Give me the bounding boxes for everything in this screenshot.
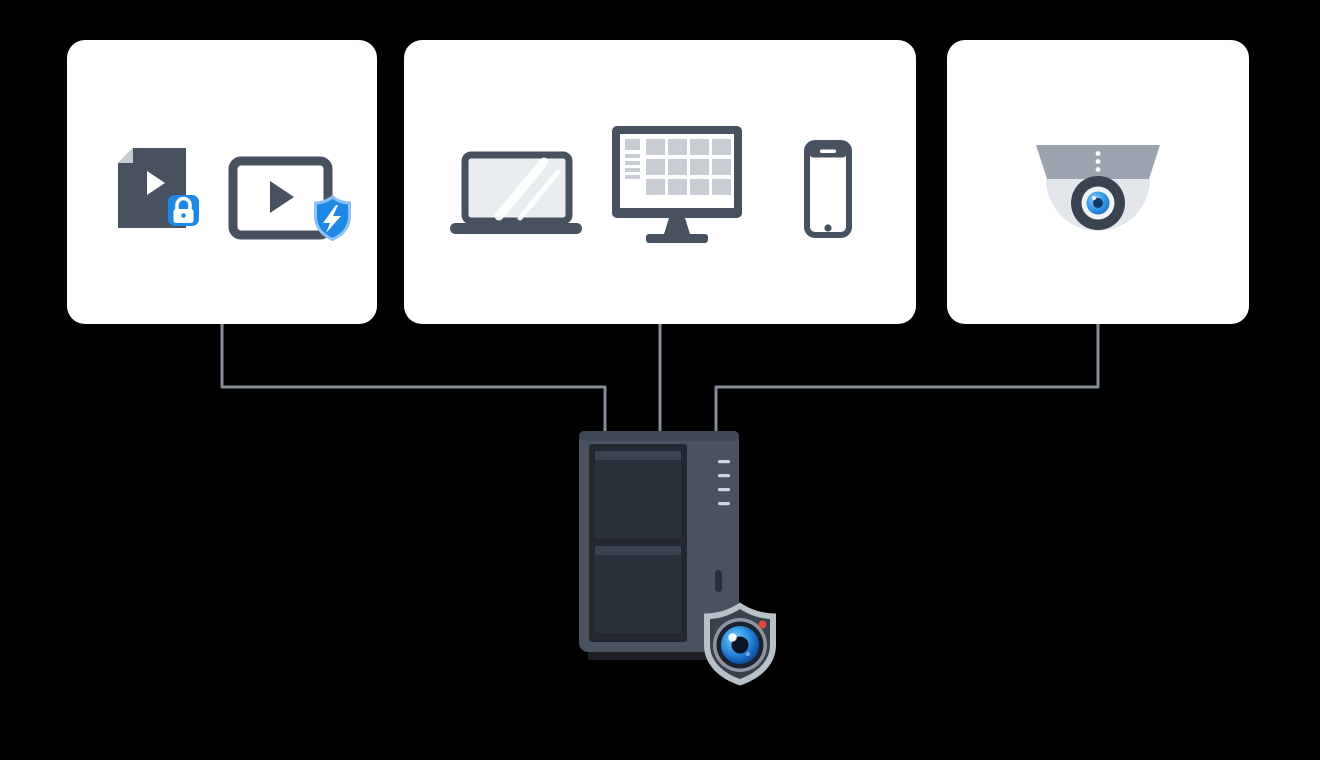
nas-top-lip bbox=[579, 431, 739, 441]
play-glyph bbox=[270, 181, 294, 213]
status-leds bbox=[718, 460, 730, 506]
play-glyph bbox=[147, 171, 165, 195]
lock-badge-icon bbox=[168, 195, 199, 226]
power-button bbox=[715, 570, 722, 592]
laptop-base bbox=[450, 223, 582, 234]
shield-flash-badge-icon bbox=[314, 195, 351, 242]
lens-glint-small bbox=[746, 652, 750, 656]
lens-pupil bbox=[731, 636, 749, 654]
monitor-neck bbox=[664, 218, 690, 234]
monitor-base bbox=[646, 234, 708, 243]
dome-camera-icon bbox=[1036, 145, 1160, 231]
ip-camera-icons bbox=[1036, 145, 1160, 231]
phone-speaker bbox=[820, 149, 836, 153]
lens-glint bbox=[1092, 196, 1096, 200]
connector-right bbox=[714, 324, 1100, 436]
nas-graphic bbox=[579, 431, 739, 660]
surveillance-monitor-icon bbox=[612, 126, 742, 243]
card-protected-recordings bbox=[67, 40, 377, 324]
screen-sidebar bbox=[625, 139, 640, 179]
client-devices-icons bbox=[450, 126, 852, 243]
record-dot bbox=[758, 620, 767, 629]
nas-server-icon bbox=[578, 430, 740, 660]
shield-lens-graphic bbox=[704, 602, 776, 686]
lens-pupil bbox=[1093, 198, 1103, 208]
drive-bay-2-handle bbox=[595, 546, 681, 555]
nas-base bbox=[588, 652, 730, 660]
phone-home-button bbox=[824, 224, 832, 232]
phone-body bbox=[804, 140, 852, 238]
card-client-devices bbox=[404, 40, 916, 324]
laptop-icon bbox=[450, 151, 582, 234]
encrypted-file-icon bbox=[118, 148, 199, 228]
smartphone-icon bbox=[804, 140, 852, 238]
connector-left bbox=[220, 324, 607, 436]
protected-recordings-icons bbox=[118, 148, 351, 242]
drive-bay-1-handle bbox=[595, 451, 681, 460]
drive-bay-1 bbox=[595, 451, 681, 538]
drive-bay-2 bbox=[595, 546, 681, 633]
camera-grid bbox=[646, 139, 731, 195]
file-fold bbox=[118, 148, 133, 163]
lightning-glyph bbox=[323, 205, 341, 233]
lens-glint bbox=[728, 633, 737, 642]
secure-video-player-icon bbox=[228, 156, 351, 242]
card-ip-camera bbox=[947, 40, 1249, 324]
surveillance-station-logo bbox=[698, 600, 782, 688]
